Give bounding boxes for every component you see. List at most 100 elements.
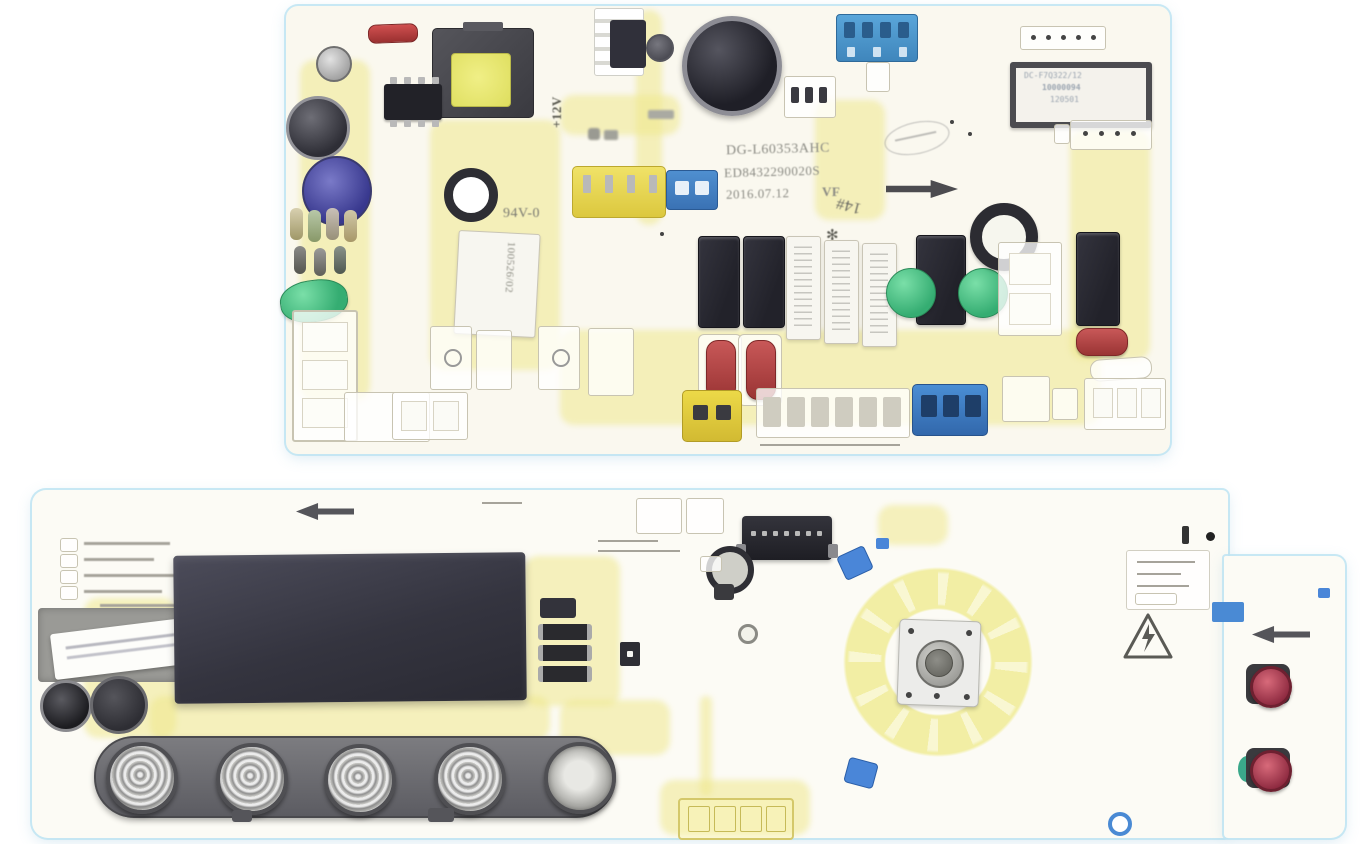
connector-footprint-yellow — [678, 798, 794, 840]
silkscreen-line — [598, 550, 680, 552]
push-button-spring[interactable] — [434, 743, 506, 815]
footprint-box — [1002, 376, 1050, 422]
red-button[interactable] — [1250, 750, 1292, 792]
screw-pad-ring — [444, 168, 498, 222]
diode — [314, 248, 326, 276]
buzzer — [40, 680, 92, 732]
barcode-label-line1: DC-F7Q322/12 — [1024, 71, 1082, 80]
connector-white-right — [1084, 378, 1166, 430]
inductor-bar — [540, 598, 576, 618]
bar-mount-tab — [428, 808, 454, 822]
rotary-encoder-shaft[interactable] — [916, 640, 964, 688]
connector-2slot — [392, 392, 468, 440]
connector-yellow-4pin — [572, 166, 666, 218]
screw-pad — [738, 624, 758, 644]
safety-logo — [604, 130, 618, 140]
legend-text-line — [100, 604, 210, 607]
capacitor-small-black — [646, 34, 674, 62]
footprint-box — [1052, 388, 1078, 420]
legend-text-line — [84, 558, 154, 561]
connector-white-3pin — [784, 76, 836, 118]
label-footprint — [1126, 550, 1210, 610]
barcode-label-line3: 120501 — [1050, 95, 1079, 104]
capacitor-silver-small — [316, 46, 352, 82]
capacitor-dark — [90, 676, 148, 734]
footprint-box — [538, 326, 580, 390]
relay-white — [786, 236, 821, 340]
capacitor-red — [1076, 328, 1128, 356]
silkscreen-patch — [700, 696, 712, 796]
legend-text-line — [84, 590, 162, 593]
connector-strip-6slot — [756, 388, 910, 438]
silkscreen-version: VF — [822, 184, 841, 199]
resistor — [326, 208, 339, 240]
connector-tail — [866, 62, 890, 92]
smd-blue-small — [876, 538, 889, 549]
terminal-blue-2pin — [666, 170, 718, 210]
relay-white-large: 100526/02 — [453, 229, 541, 339]
diode — [294, 246, 306, 274]
push-button-spring[interactable] — [216, 743, 288, 815]
via-dot — [660, 232, 664, 236]
footprint-box — [430, 326, 472, 390]
legend-text-line — [84, 574, 176, 577]
transistor-black — [620, 642, 640, 666]
relay-marking: 100526/02 — [502, 241, 518, 294]
safety-logo — [588, 128, 600, 140]
via-dot — [950, 120, 954, 124]
smd-blue-small — [1318, 588, 1330, 598]
relay-black-right — [1076, 232, 1120, 326]
push-button-spring[interactable] — [106, 742, 178, 814]
silkscreen-patch — [815, 100, 885, 220]
capacitor-black-left — [286, 96, 350, 160]
transformer — [432, 22, 534, 118]
push-button-spring[interactable] — [324, 744, 396, 816]
blue-ring-pad — [1108, 812, 1132, 836]
resistor — [344, 210, 357, 242]
high-voltage-warning-icon — [1123, 613, 1173, 659]
silkscreen-date: 2016.07.12 — [725, 185, 790, 202]
component-dark-bar — [1182, 526, 1189, 544]
smd-blue-rect — [1212, 602, 1244, 622]
silkscreen-line — [760, 444, 900, 446]
silkscreen-model: DG-L60353AHC — [725, 140, 831, 159]
led-holder-tail — [714, 584, 734, 600]
relay-white — [824, 240, 859, 344]
safety-logo — [648, 110, 674, 119]
connector-blue-3pin — [912, 384, 988, 436]
silkscreen-code: ED8432290020S — [723, 162, 821, 181]
inductor-bar — [538, 624, 592, 640]
capacitor-green — [886, 268, 936, 318]
legend-box — [60, 570, 78, 584]
footprint-box — [686, 498, 724, 534]
relay-footprint — [998, 242, 1062, 336]
push-button-spring[interactable] — [544, 742, 616, 814]
silkscreen-line — [482, 502, 522, 504]
fuse-red — [367, 23, 419, 44]
barcode-label-frame: DC-F7Q322/12 10000094 120501 — [1010, 62, 1152, 128]
ic-8pin — [384, 77, 442, 127]
footprint-box — [588, 328, 634, 396]
red-button[interactable] — [1250, 666, 1292, 708]
footprint-box — [700, 556, 722, 572]
bar-mount-tab — [232, 810, 252, 822]
connector-tab — [1054, 124, 1070, 144]
relay-black — [698, 236, 740, 328]
legend-box — [60, 554, 78, 568]
silkscreen-line — [598, 540, 658, 542]
inductor-bar — [538, 645, 592, 661]
transformer-core-yellow — [451, 53, 511, 107]
legend-box — [60, 538, 78, 552]
silkscreen-power-rail: +12V — [549, 96, 564, 128]
silkscreen-flammability: 94V-0 — [503, 206, 540, 221]
silkscreen-patch — [878, 505, 948, 545]
transformer-tab — [463, 22, 503, 31]
connector-strip — [1020, 26, 1106, 50]
lcd-display — [173, 552, 527, 704]
resistor — [308, 210, 321, 242]
barcode-label-line2: 10000094 — [1042, 83, 1081, 92]
component-dot — [1206, 532, 1215, 541]
inductor-bar — [538, 666, 592, 682]
via-dot — [968, 132, 972, 136]
